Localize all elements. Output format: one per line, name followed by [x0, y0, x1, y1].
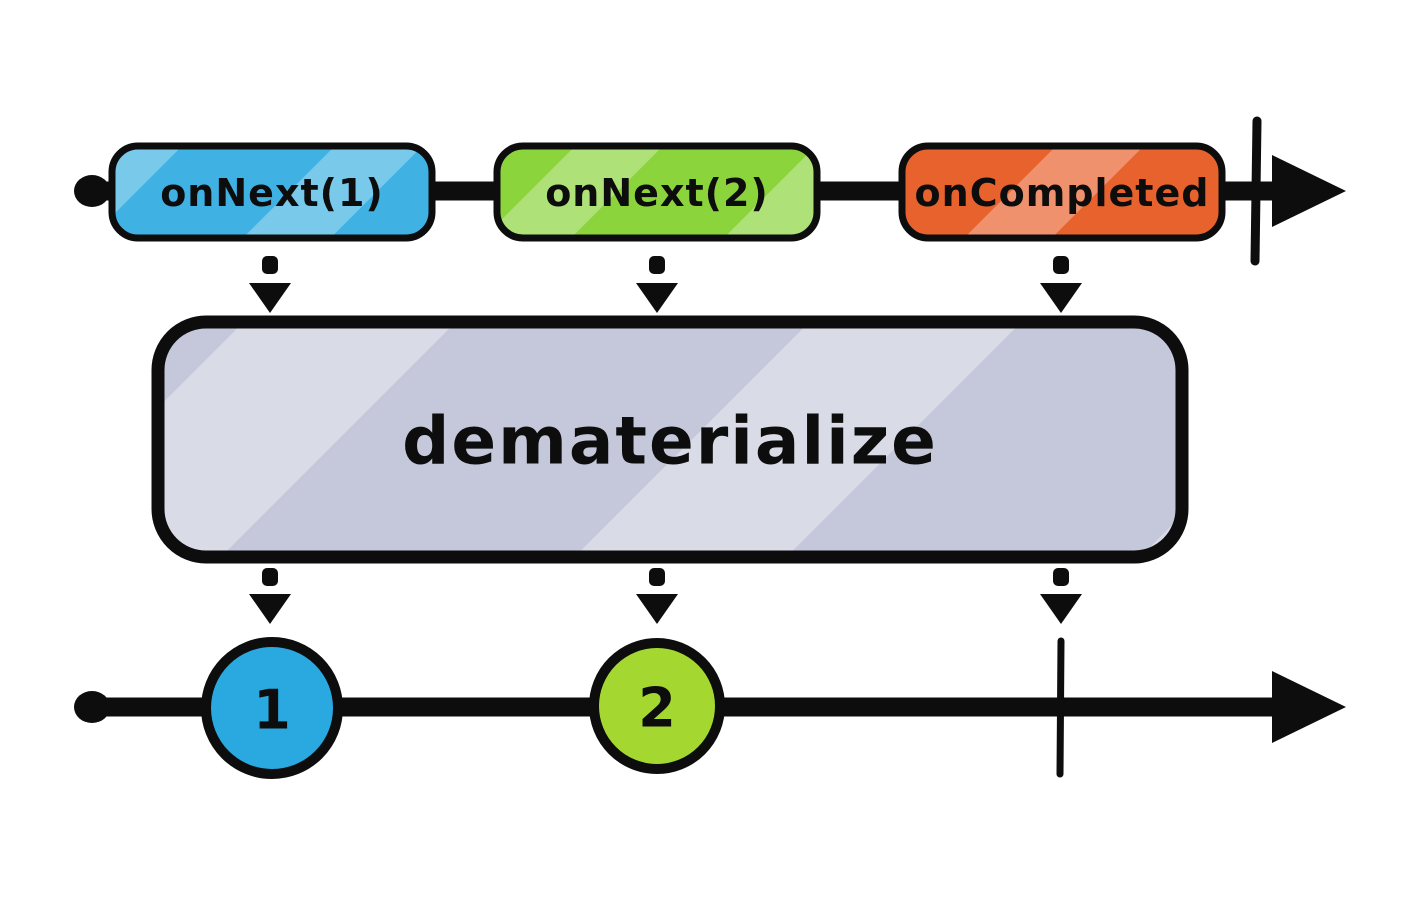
operator-label: dematerialize [402, 403, 938, 480]
input-event-oncompleted: onCompleted [898, 142, 1226, 242]
input-complete-marker [1250, 116, 1262, 266]
flow-arrow-dot [649, 568, 665, 586]
marble-label-2: 2 [638, 677, 676, 740]
flow-arrow-dot [1053, 568, 1069, 586]
marble-label-1: 1 [253, 679, 291, 742]
flow-arrowhead-icon [636, 283, 678, 313]
flow-arrow-output-2 [636, 568, 678, 624]
pill-label-onnext-2: onNext(2) [545, 171, 769, 215]
input-event-onnext-2: onNext(2) [493, 142, 821, 242]
input-event-onnext-1: onNext(1) [108, 142, 436, 242]
pill-gloss [497, 146, 817, 238]
operator-box: dematerialize [151, 315, 1189, 564]
input-timeline-arrowhead [1272, 155, 1346, 227]
pill-border [493, 142, 821, 242]
flow-arrowhead-icon [249, 594, 291, 624]
flow-arrowhead-icon [636, 594, 678, 624]
pill-border [108, 142, 436, 242]
pill-label-oncompleted: onCompleted [915, 171, 1210, 215]
marble-shape [201, 637, 343, 779]
flow-arrowhead-icon [1040, 594, 1082, 624]
marble-shape [589, 638, 725, 774]
flow-arrow-dot [649, 256, 665, 274]
output-marble-1: 1 [201, 637, 343, 779]
flow-arrow-input-1 [249, 256, 291, 313]
flow-arrow-dot [262, 256, 278, 274]
pill-border [898, 142, 1226, 242]
output-timeline-arrowhead [1272, 671, 1346, 743]
flow-arrow-output-3 [1040, 568, 1082, 624]
flow-arrow-input-2 [636, 256, 678, 313]
flow-arrowhead-icon [1040, 283, 1082, 313]
flow-arrow-dot [1053, 256, 1069, 274]
operator-box-border [151, 315, 1189, 564]
pill-gloss [112, 146, 432, 238]
output-complete-marker [1056, 637, 1065, 778]
pill-gloss [902, 146, 1222, 238]
output-marble-2: 2 [589, 638, 725, 774]
flow-arrowhead-icon [249, 283, 291, 313]
pill-label-onnext-1: onNext(1) [160, 171, 384, 215]
input-timeline-start-nub [74, 175, 110, 207]
flow-arrow-input-3 [1040, 256, 1082, 313]
flow-arrow-output-1 [249, 568, 291, 624]
flow-arrow-dot [262, 568, 278, 586]
operator-box-gloss [158, 322, 1182, 557]
output-timeline-start-nub [74, 691, 110, 723]
